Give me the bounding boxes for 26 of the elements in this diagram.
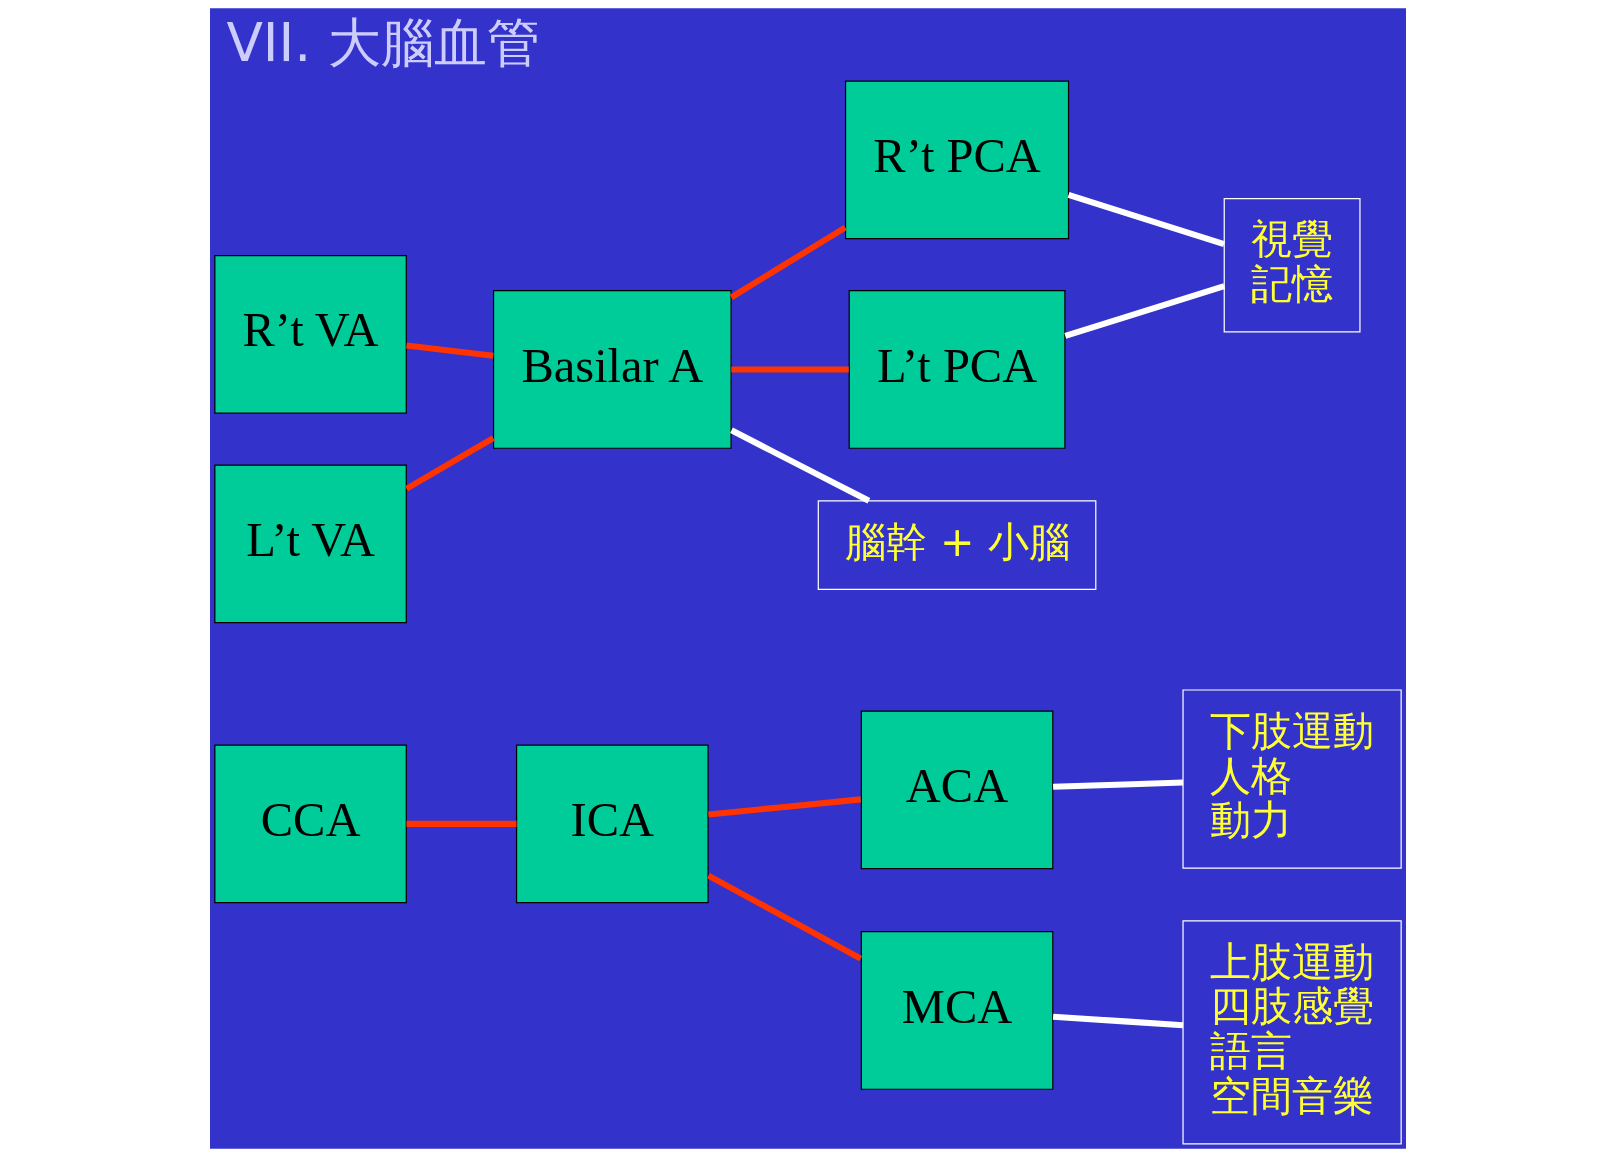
connector xyxy=(729,224,847,300)
diagram-title: VII. 大腦血管 xyxy=(225,11,540,74)
node-box: 視覺 記憶 xyxy=(1223,198,1361,333)
connector xyxy=(406,820,516,827)
node-box: MCA xyxy=(860,931,1053,1090)
node-box: CCA xyxy=(213,744,407,904)
node-box: 上肢運動 四肢感覺 語言 空間音樂 xyxy=(1181,920,1402,1145)
node-box: ACA xyxy=(860,710,1053,870)
connector xyxy=(1063,283,1225,339)
node-box: 腦幹 + 小腦 xyxy=(817,500,1096,590)
node-box: Basilar A xyxy=(492,290,732,449)
connector xyxy=(404,435,495,492)
connector xyxy=(707,796,861,818)
connector xyxy=(1052,1013,1183,1029)
connector xyxy=(706,872,862,962)
node-box: R’t VA xyxy=(213,254,407,414)
connector xyxy=(1067,191,1225,247)
node-box: 下肢運動 人格 動力 xyxy=(1181,689,1402,869)
connector xyxy=(729,427,870,504)
connector xyxy=(730,366,849,373)
node-box: L’t VA xyxy=(213,464,407,624)
connector xyxy=(1052,779,1183,790)
node-box: ICA xyxy=(515,744,709,904)
connector xyxy=(405,342,494,359)
node-box: R’t PCA xyxy=(844,80,1069,240)
node-box: L’t PCA xyxy=(848,290,1065,449)
